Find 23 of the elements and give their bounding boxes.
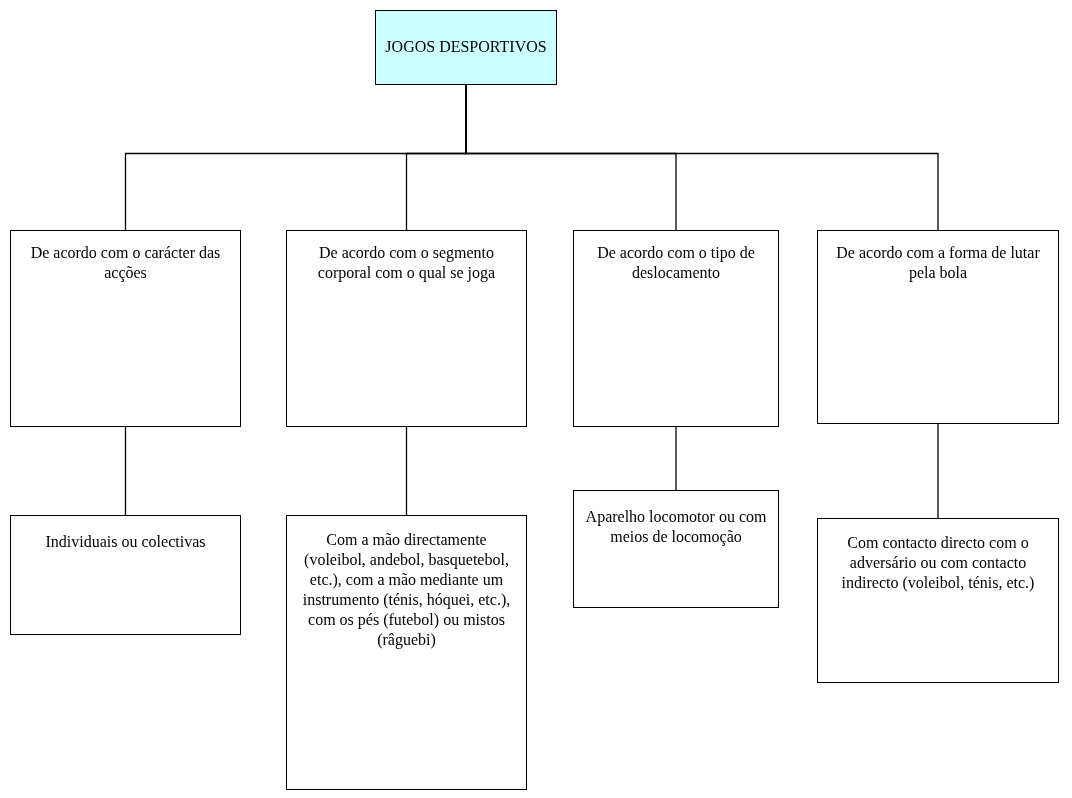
box-text: Com contacto directo com o adversário ou com contacto indirecto (voleibol, ténis, etc.): [840, 533, 1036, 593]
connector-line: [124, 426, 127, 516]
connector-line: [465, 84, 939, 231]
box-text: De acordo com o segmento corporal com o qual se joga: [316, 243, 497, 283]
box-text: Com a mão directamente (voleibol, andebol, basquetebol, etc.), com a mão mediante um instrumento (ténis, hóquei, etc.), com os pés (futebol) ou mistos (râguebi): [301, 530, 512, 650]
title-box: [375, 10, 557, 85]
box-text: De acordo com a forma de lutar pela bola: [835, 243, 1041, 283]
box-text: Aparelho locomotor ou com meios de locomoção: [584, 507, 768, 547]
category-box: [10, 515, 241, 635]
category-box: [573, 490, 779, 608]
connector-line: [937, 423, 939, 519]
category-box: [817, 518, 1059, 683]
category-box: [286, 515, 527, 790]
category-box: [573, 230, 779, 427]
connector-line: [675, 426, 677, 491]
box-text: De acordo com o carácter das acções: [29, 243, 222, 283]
connector-line: [405, 426, 408, 516]
category-box: [817, 230, 1059, 424]
category-box: [10, 230, 241, 427]
category-box: [286, 230, 527, 427]
box-text: Individuais ou colectivas: [44, 532, 207, 552]
box-text: JOGOS DESPORTIVOS: [384, 37, 548, 57]
box-text: De acordo com o tipo de deslocamento: [596, 243, 756, 283]
